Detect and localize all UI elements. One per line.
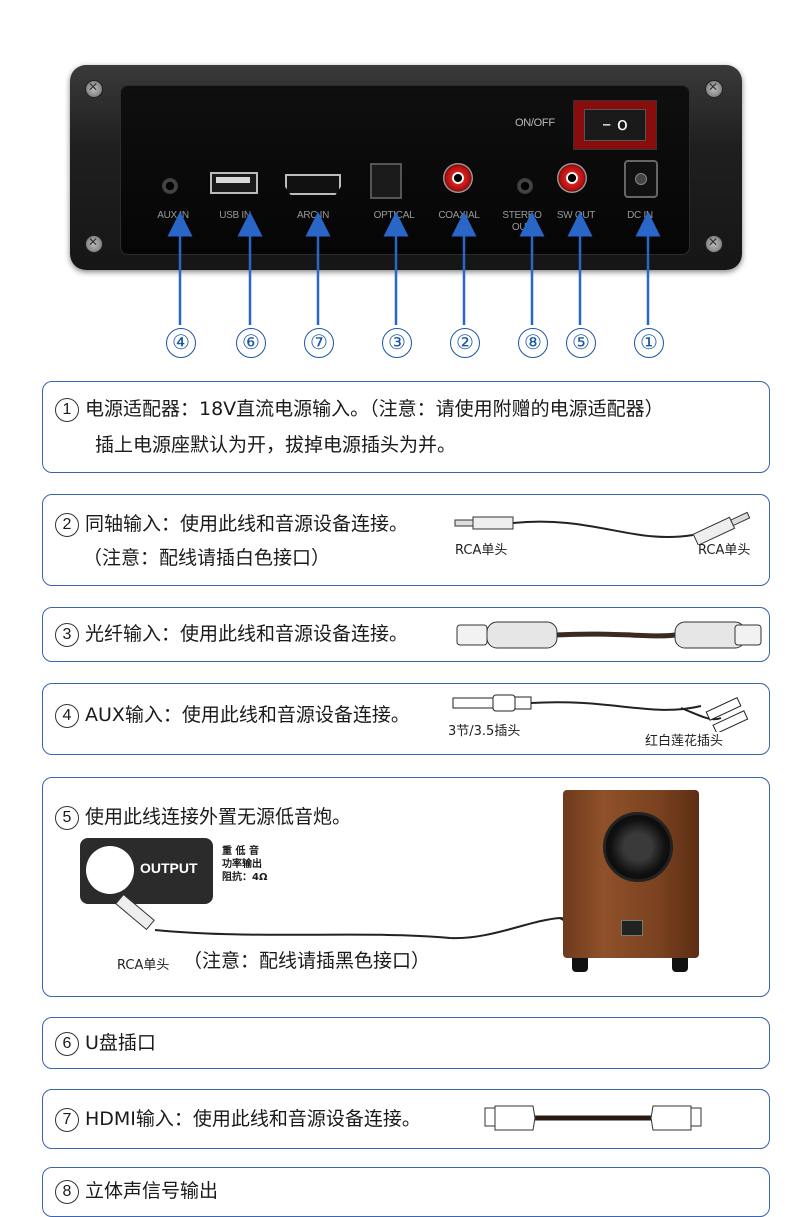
item-2-line1: 同轴输入：使用此线和音源设备连接。 xyxy=(85,513,408,535)
rca-plug-label: 红白莲花插头 xyxy=(645,730,723,749)
speaker-terminal xyxy=(621,920,643,936)
item-5-number: 5 xyxy=(55,806,79,830)
output-knob xyxy=(86,846,134,894)
item-6-line1: U盘插口 xyxy=(85,1032,156,1054)
item-3-box: 3 光纤输入：使用此线和音源设备连接。 xyxy=(42,607,770,662)
item-3-number: 3 xyxy=(55,623,79,647)
cable-right-label: RCA单头 xyxy=(698,539,750,558)
marker-5: ⑤ xyxy=(566,328,596,358)
marker-3: ③ xyxy=(382,328,412,358)
marker-4: ④ xyxy=(166,328,196,358)
item-4-box: 4 AUX输入：使用此线和音源设备连接。 3节/3.5插头 红白莲花插头 xyxy=(42,683,770,755)
item-2-box: 2 同轴输入：使用此线和音源设备连接。 （注意：配线请插白色接口） RCA单头 R… xyxy=(42,494,770,586)
item-1-line2: 插上电源座默认为开，拔掉电源插头为并。 xyxy=(95,428,456,462)
callout-arrows xyxy=(0,0,790,340)
item-7-number: 7 xyxy=(55,1108,79,1132)
subwoofer-foot xyxy=(572,958,588,972)
output-label: OUTPUT xyxy=(140,860,198,876)
item-6-box: 6 U盘插口 xyxy=(42,1017,770,1069)
item-2-line2: （注意：配线请插白色接口） xyxy=(83,541,330,575)
aux-plug-label: 3节/3.5插头 xyxy=(448,720,520,739)
subwoofer-foot xyxy=(672,958,688,972)
item-5-rca-label: RCA单头 xyxy=(117,954,169,973)
speaker-cone xyxy=(603,812,673,882)
item-6-number: 6 xyxy=(55,1032,79,1056)
subwoofer-image xyxy=(563,790,699,958)
item-5-line1: 使用此线连接外置无源低音炮。 xyxy=(85,806,351,828)
marker-6: ⑥ xyxy=(236,328,266,358)
marker-2: ② xyxy=(450,328,480,358)
item-8-line1: 立体声信号输出 xyxy=(85,1180,218,1202)
item-7-line1: HDMI输入：使用此线和音源设备连接。 xyxy=(85,1108,421,1130)
subwoofer-cable xyxy=(110,890,630,950)
item-4-number: 4 xyxy=(55,704,79,728)
marker-1: ① xyxy=(634,328,664,358)
cable-left-label: RCA单头 xyxy=(455,539,507,558)
item-1-number: 1 xyxy=(55,398,79,422)
spec-line-2: 功率输出 xyxy=(222,858,262,871)
item-4-line1: AUX输入：使用此线和音源设备连接。 xyxy=(85,704,410,726)
item-3-line1: 光纤输入：使用此线和音源设备连接。 xyxy=(85,623,408,645)
marker-8: ⑧ xyxy=(518,328,548,358)
marker-7: ⑦ xyxy=(304,328,334,358)
item-1-line1: 电源适配器：18V直流电源输入。（注意：请使用附赠的电源适配器） xyxy=(85,398,664,420)
item-7-box: 7 HDMI输入：使用此线和音源设备连接。 xyxy=(42,1089,770,1149)
spec-line-3: 阻抗：4Ω xyxy=(222,871,267,884)
hdmi-cable-illustration xyxy=(483,1100,703,1136)
item-1-box: 1 电源适配器：18V直流电源输入。（注意：请使用附赠的电源适配器） 插上电源座默… xyxy=(42,381,770,473)
optical-cable-illustration xyxy=(455,616,765,654)
item-2-number: 2 xyxy=(55,513,79,537)
spec-line-1: 重 低 音 xyxy=(222,845,259,858)
